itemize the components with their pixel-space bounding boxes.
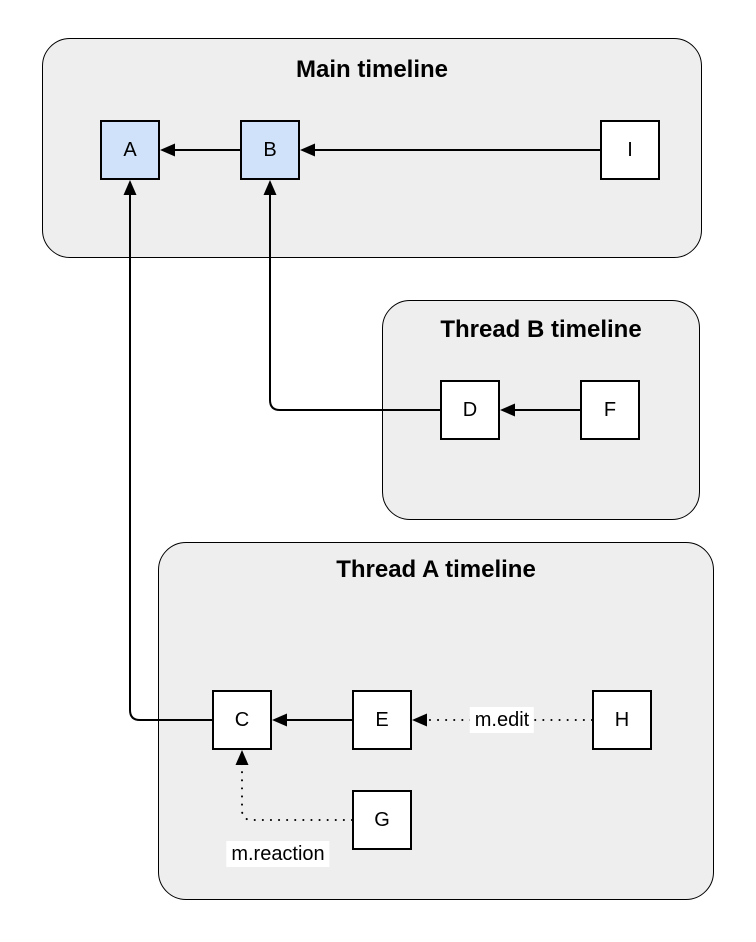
event-node-D: D [440,380,500,440]
arrowhead-C-A [123,180,137,195]
arrowhead-D-B [263,180,277,195]
arrowhead-G-C [235,750,249,765]
arrowhead-B-A [160,143,175,157]
edge-C-A [129,193,212,721]
event-node-G: G [352,790,412,850]
container-title-thread-a: Thread A timeline [336,556,536,583]
arrowhead-H-E [412,713,427,727]
event-node-I: I [600,120,660,180]
event-node-A: A [100,120,160,180]
event-node-B: B [240,120,300,180]
edge-label-m-edit: m.edit [469,707,535,733]
arrowhead-I-B [300,143,315,157]
container-title-thread-b: Thread B timeline [440,316,642,343]
event-node-H: H [592,690,652,750]
event-node-F: F [580,380,640,440]
event-node-E: E [352,690,412,750]
edge-D-B [269,193,440,411]
arrowhead-F-D [500,403,515,417]
edge-label-m-reaction: m.reaction [226,841,330,867]
arrowhead-E-C [272,713,287,727]
event-node-C: C [212,690,272,750]
container-title-main: Main timeline [295,56,449,83]
